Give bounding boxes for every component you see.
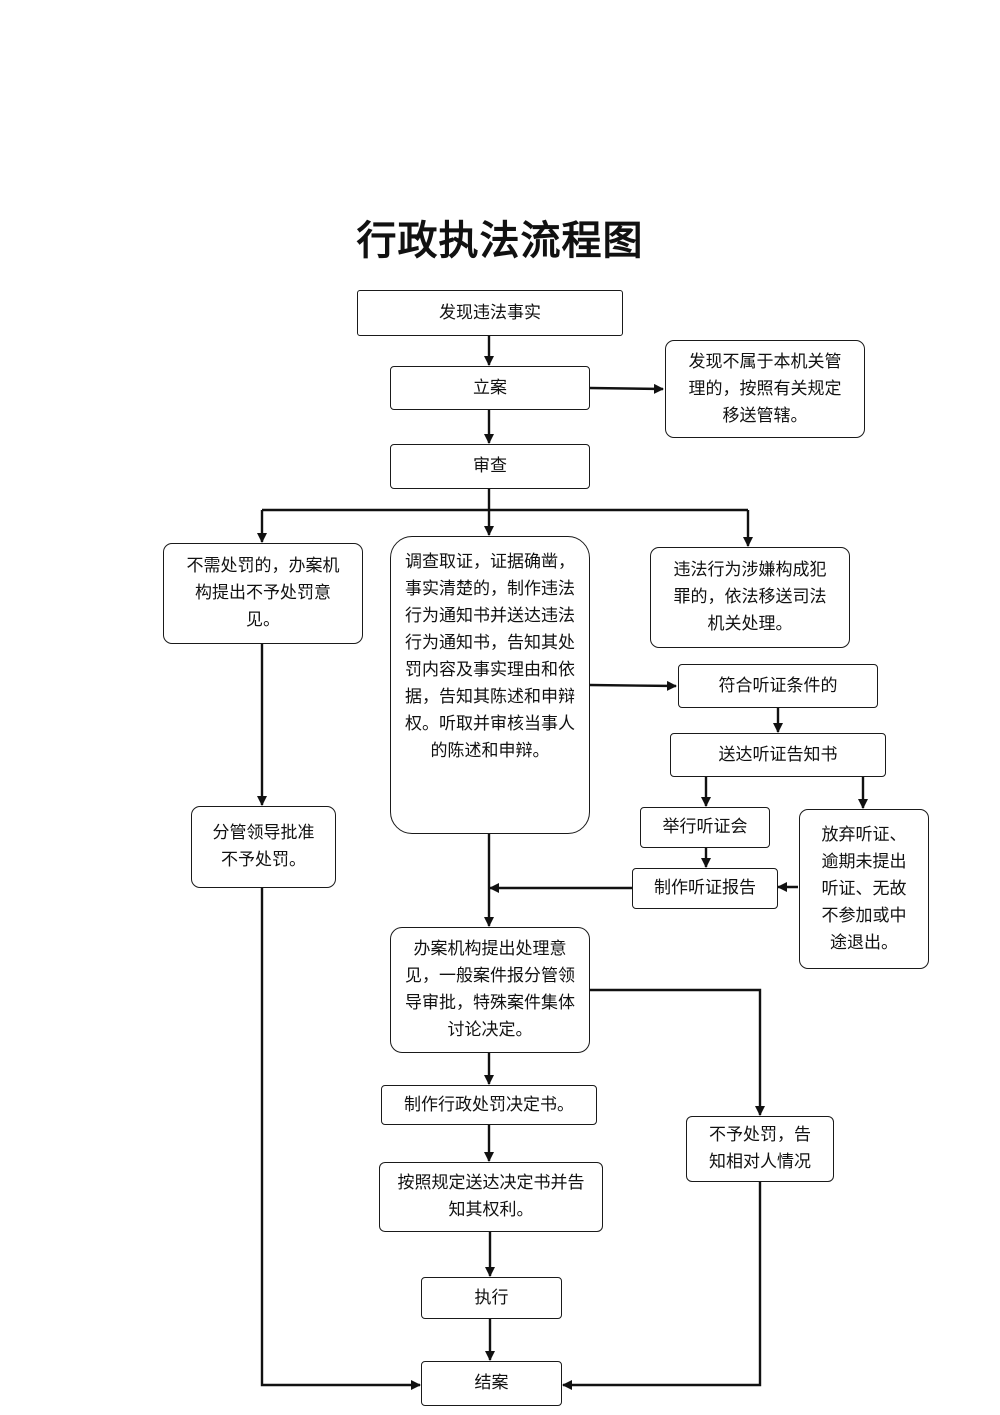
node-decision-doc-label: 制作行政处罚决定书。 bbox=[404, 1094, 574, 1115]
node-hearing-eligible-label: 符合听证条件的 bbox=[718, 675, 838, 696]
node-hearing-notice: 送达听证告知书 bbox=[670, 733, 886, 777]
node-discover: 发现违法事实 bbox=[357, 290, 623, 336]
arrow-investigate-hearing bbox=[589, 680, 677, 691]
node-decision-doc: 制作行政处罚决定书。 bbox=[381, 1085, 597, 1125]
node-close: 结案 bbox=[421, 1361, 562, 1406]
node-leader-approve: 分管领导批准不予处罚。 bbox=[191, 806, 336, 888]
arrow-opinion-no-penalty-notify bbox=[590, 988, 765, 1116]
node-hearing-eligible: 符合听证条件的 bbox=[678, 664, 878, 708]
node-execute-label: 执行 bbox=[474, 1287, 509, 1308]
node-hearing-notice-label: 送达听证告知书 bbox=[718, 744, 838, 765]
node-hold-hearing: 举行听证会 bbox=[640, 807, 770, 848]
node-close-label: 结案 bbox=[474, 1373, 509, 1393]
arrow-leader-close bbox=[260, 888, 421, 1390]
node-investigate-label: 调查取证，证据确凿，事实清楚的，制作违法行为通知书并送达违法行为通知书，告知其处… bbox=[405, 552, 575, 761]
node-hearing-report-label: 制作听证报告 bbox=[654, 878, 756, 898]
node-opinion: 办案机构提出处理意见，一般案件报分管领导审批，特殊案件集体讨论决定。 bbox=[390, 927, 590, 1053]
diagram-title: 行政执法流程图 bbox=[356, 217, 644, 264]
arrow-register-transfer bbox=[589, 383, 664, 394]
node-opinion-label: 办案机构提出处理意见，一般案件报分管领导审批，特殊案件集体讨论决定。 bbox=[405, 939, 575, 1040]
node-waive-hearing-label: 放弃听证、逾期未提出听证、无故不参加或中途退出。 bbox=[821, 824, 907, 953]
node-register: 立案 bbox=[390, 366, 590, 410]
node-transfer: 发现不属于本机关管理的，按照有关规定移送管辖。 bbox=[665, 340, 865, 438]
arrow-notify-close bbox=[562, 1182, 762, 1390]
node-no-penalty-label: 不需处罚的，办案机构提出不予处罚意见。 bbox=[186, 556, 340, 630]
node-waive-hearing: 放弃听证、逾期未提出听证、无故不参加或中途退出。 bbox=[799, 809, 929, 969]
node-no-penalty-notify: 不予处罚，告知相对人情况 bbox=[686, 1116, 834, 1182]
node-review-label: 审查 bbox=[473, 456, 507, 476]
node-investigate: 调查取证，证据确凿，事实清楚的，制作违法行为通知书并送达违法行为通知书，告知其处… bbox=[390, 536, 590, 834]
node-register-label: 立案 bbox=[473, 377, 507, 398]
node-hold-hearing-label: 举行听证会 bbox=[662, 817, 748, 837]
node-no-penalty-notify-label: 不予处罚，告知相对人情况 bbox=[709, 1125, 811, 1172]
node-leader-approve-label: 分管领导批准不予处罚。 bbox=[212, 823, 315, 870]
node-review: 审查 bbox=[390, 444, 590, 489]
node-execute: 执行 bbox=[421, 1277, 562, 1319]
node-discover-label: 发现违法事实 bbox=[439, 302, 541, 323]
node-deliver: 按照规定送达决定书并告知其权利。 bbox=[379, 1162, 603, 1232]
node-crime-label: 违法行为涉嫌构成犯罪的，依法移送司法机关处理。 bbox=[673, 560, 827, 634]
node-no-penalty: 不需处罚的，办案机构提出不予处罚意见。 bbox=[163, 543, 363, 644]
node-hearing-report: 制作听证报告 bbox=[632, 868, 778, 909]
node-crime: 违法行为涉嫌构成犯罪的，依法移送司法机关处理。 bbox=[650, 547, 850, 648]
node-deliver-label: 按照规定送达决定书并告知其权利。 bbox=[397, 1173, 585, 1220]
node-transfer-label: 发现不属于本机关管理的，按照有关规定移送管辖。 bbox=[688, 351, 842, 426]
